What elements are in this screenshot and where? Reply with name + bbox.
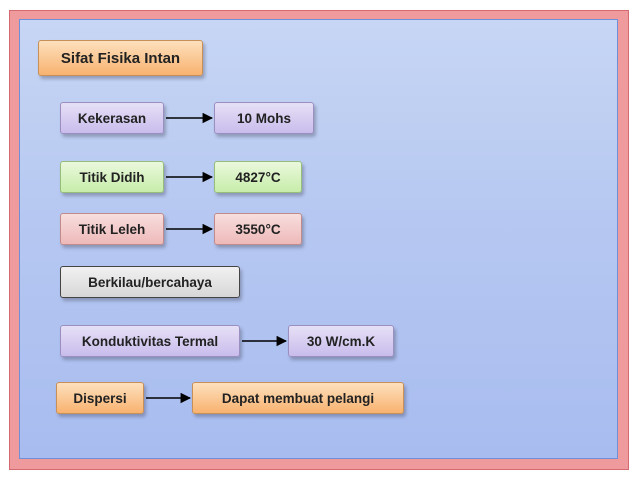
value-dispersi: Dapat membuat pelangi (192, 382, 404, 414)
label-dispersi: Dispersi (56, 382, 144, 414)
value-konduktivitas-termal: 30 W/cm.K (288, 325, 394, 357)
value-titik-didih: 4827°C (214, 161, 302, 193)
title-box: Sifat Fisika Intan (38, 40, 203, 76)
label-konduktivitas-termal: Konduktivitas Termal (60, 325, 240, 357)
value-titik-leleh: 3550°C (214, 213, 302, 245)
label-titik-didih: Titik Didih (60, 161, 164, 193)
label-titik-leleh: Titik Leleh (60, 213, 164, 245)
label-kekerasan: Kekerasan (60, 102, 164, 134)
label-berkilau: Berkilau/bercahaya (60, 266, 240, 298)
value-kekerasan: 10 Mohs (214, 102, 314, 134)
